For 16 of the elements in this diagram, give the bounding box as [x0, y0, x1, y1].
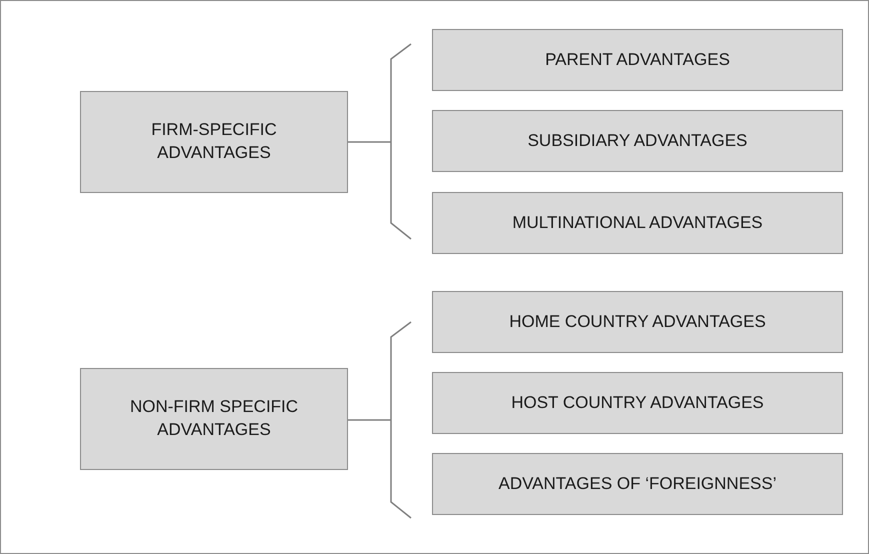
- node-label: SUBSIDIARY ADVANTAGES: [528, 130, 748, 152]
- item-box: [432, 192, 843, 254]
- node-label: HOST COUNTRY ADVANTAGES: [511, 392, 764, 414]
- item-box: [432, 372, 843, 434]
- item-box: [432, 453, 843, 515]
- item-box: [432, 291, 843, 353]
- category-box: [80, 368, 348, 470]
- node-label: FIRM-SPECIFIC ADVANTAGES: [150, 119, 278, 164]
- node-label: HOME COUNTRY ADVANTAGES: [509, 310, 766, 333]
- node-label: PARENT ADVANTAGES: [545, 48, 730, 71]
- item-box: [432, 29, 843, 91]
- item-box: [432, 110, 843, 172]
- node-label: MULTINATIONAL ADVANTAGES: [512, 212, 763, 234]
- node-label: NON-FIRM SPECIFIC ADVANTAGES: [129, 396, 299, 441]
- category-box: [80, 91, 348, 193]
- node-label: ADVANTAGES OF ‘FOREIGNNESS’: [498, 472, 777, 495]
